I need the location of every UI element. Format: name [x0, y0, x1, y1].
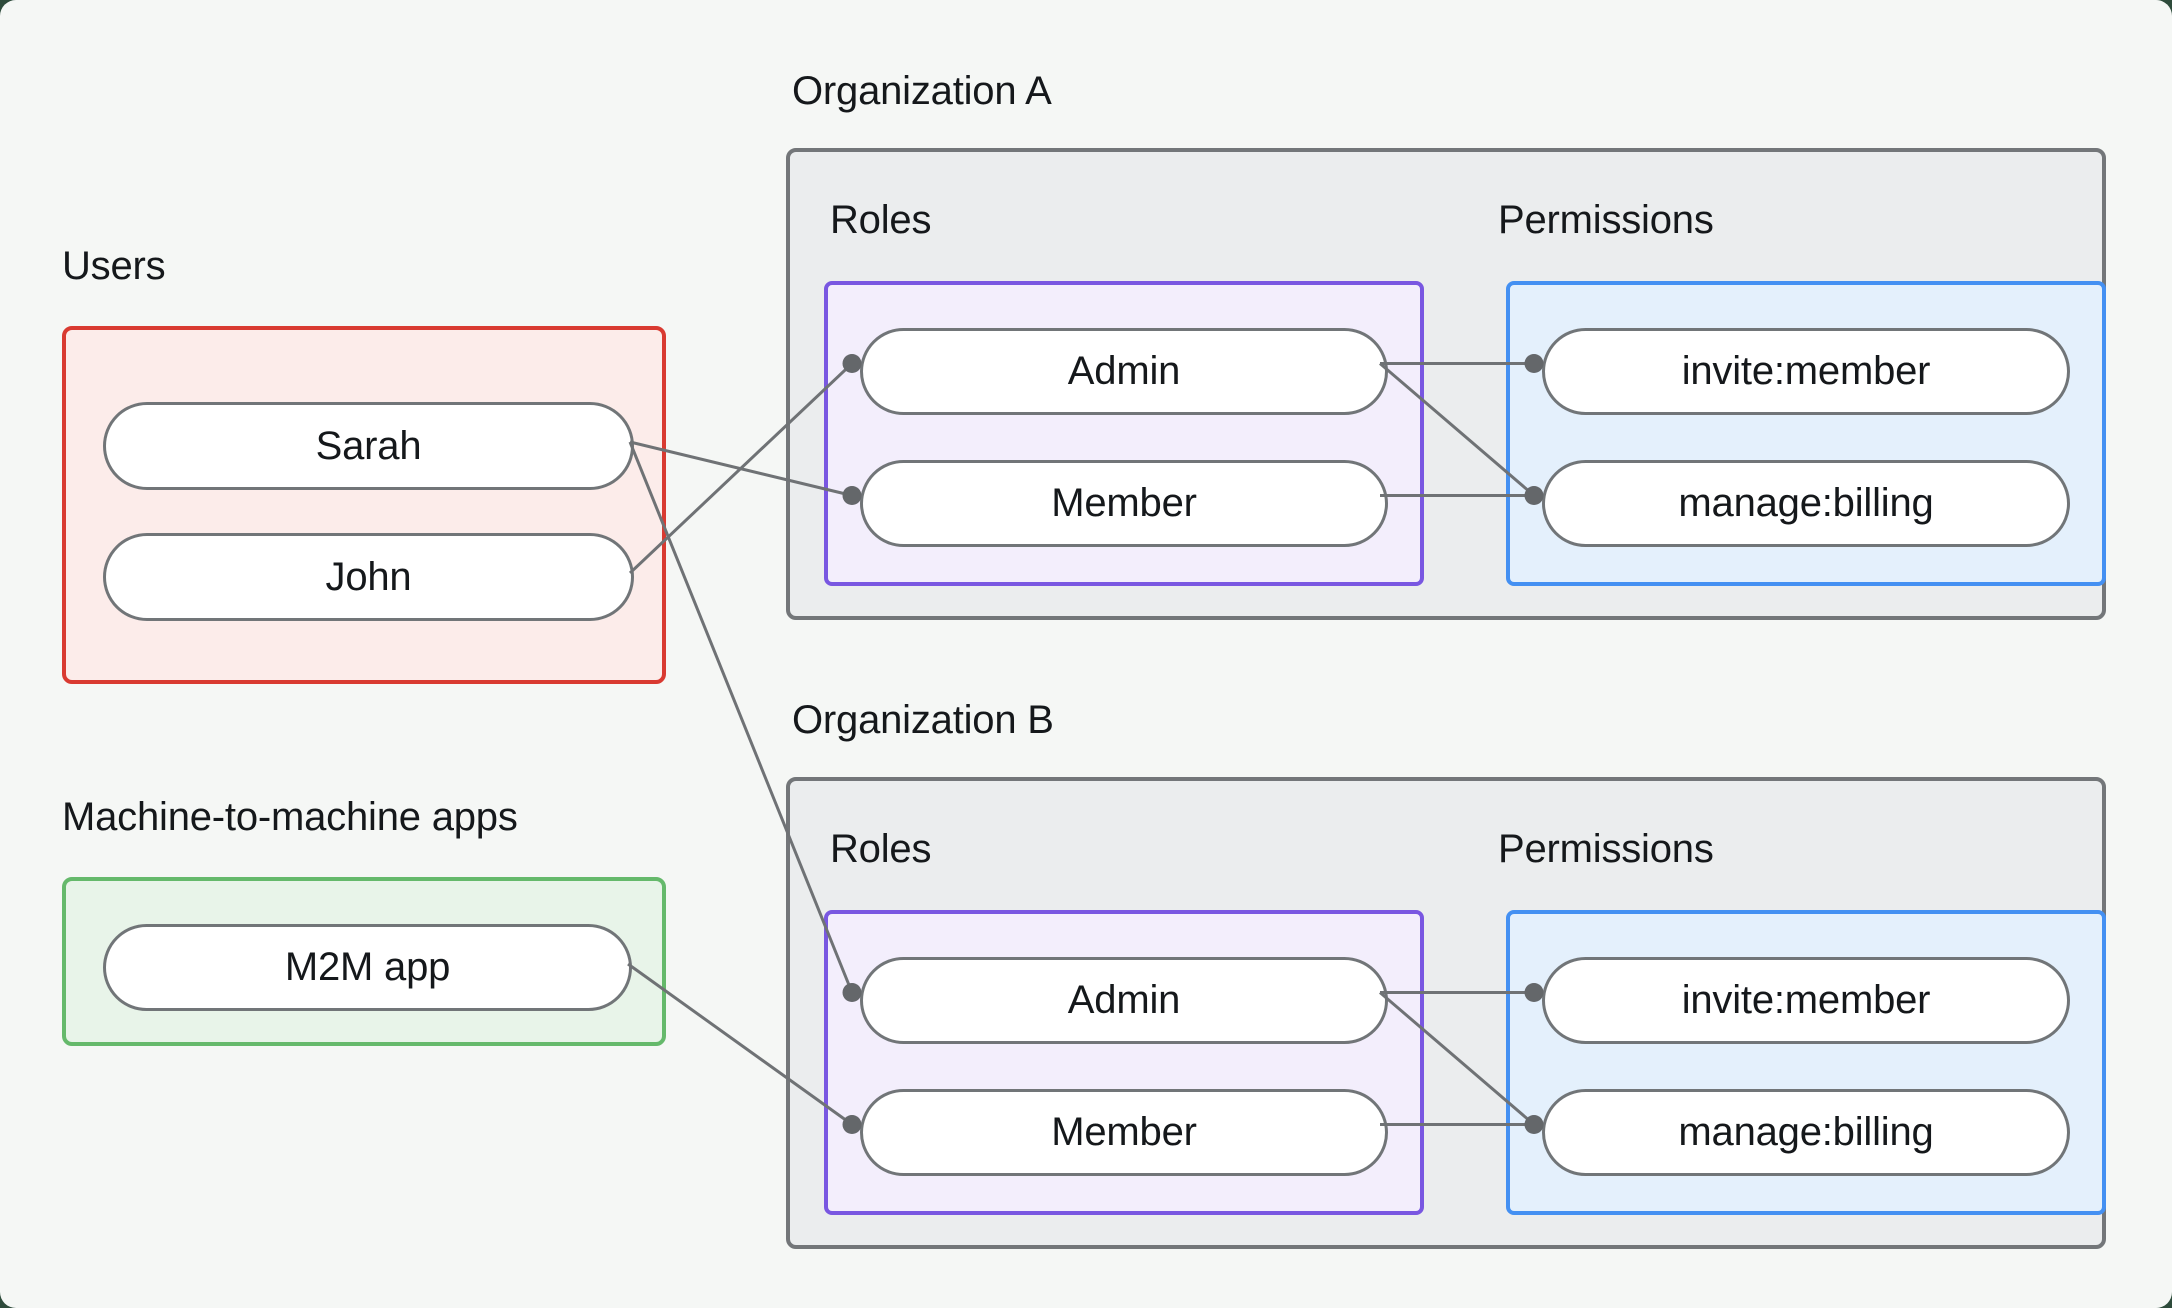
org-a-role-member: Member [860, 460, 1388, 547]
m2m-group-label: Machine-to-machine apps [62, 795, 518, 839]
org-a-permissions-label: Permissions [1498, 198, 1714, 242]
user-node-sarah: Sarah [103, 402, 634, 490]
users-group-frame: Sarah John [62, 326, 666, 684]
m2m-group-frame: M2M app [62, 877, 666, 1046]
org-a-title: Organization A [792, 69, 1052, 113]
org-a-permission-manage-billing: manage:billing [1542, 460, 2070, 547]
org-b-role-member: Member [860, 1089, 1388, 1176]
org-b-box: Roles Permissions Admin Member invite:me… [786, 777, 2106, 1249]
org-b-permissions-box: invite:member manage:billing [1506, 910, 2106, 1215]
users-group-label: Users [62, 244, 166, 288]
org-b-title: Organization B [792, 698, 1054, 742]
org-b-roles-box: Admin Member [824, 910, 1424, 1215]
org-a-permissions-box: invite:member manage:billing [1506, 281, 2106, 586]
org-a-roles-label: Roles [830, 198, 932, 242]
m2m-app-node: M2M app [103, 924, 632, 1011]
org-a-role-admin: Admin [860, 328, 1388, 415]
org-a-box: Roles Permissions Admin Member invite:me… [786, 148, 2106, 620]
org-b-permission-invite-member: invite:member [1542, 957, 2070, 1044]
org-b-roles-label: Roles [830, 827, 932, 871]
org-a-roles-box: Admin Member [824, 281, 1424, 586]
org-b-permission-manage-billing: manage:billing [1542, 1089, 2070, 1176]
org-b-role-admin: Admin [860, 957, 1388, 1044]
org-a-permission-invite-member: invite:member [1542, 328, 2070, 415]
org-b-permissions-label: Permissions [1498, 827, 1714, 871]
user-node-john: John [103, 533, 634, 621]
